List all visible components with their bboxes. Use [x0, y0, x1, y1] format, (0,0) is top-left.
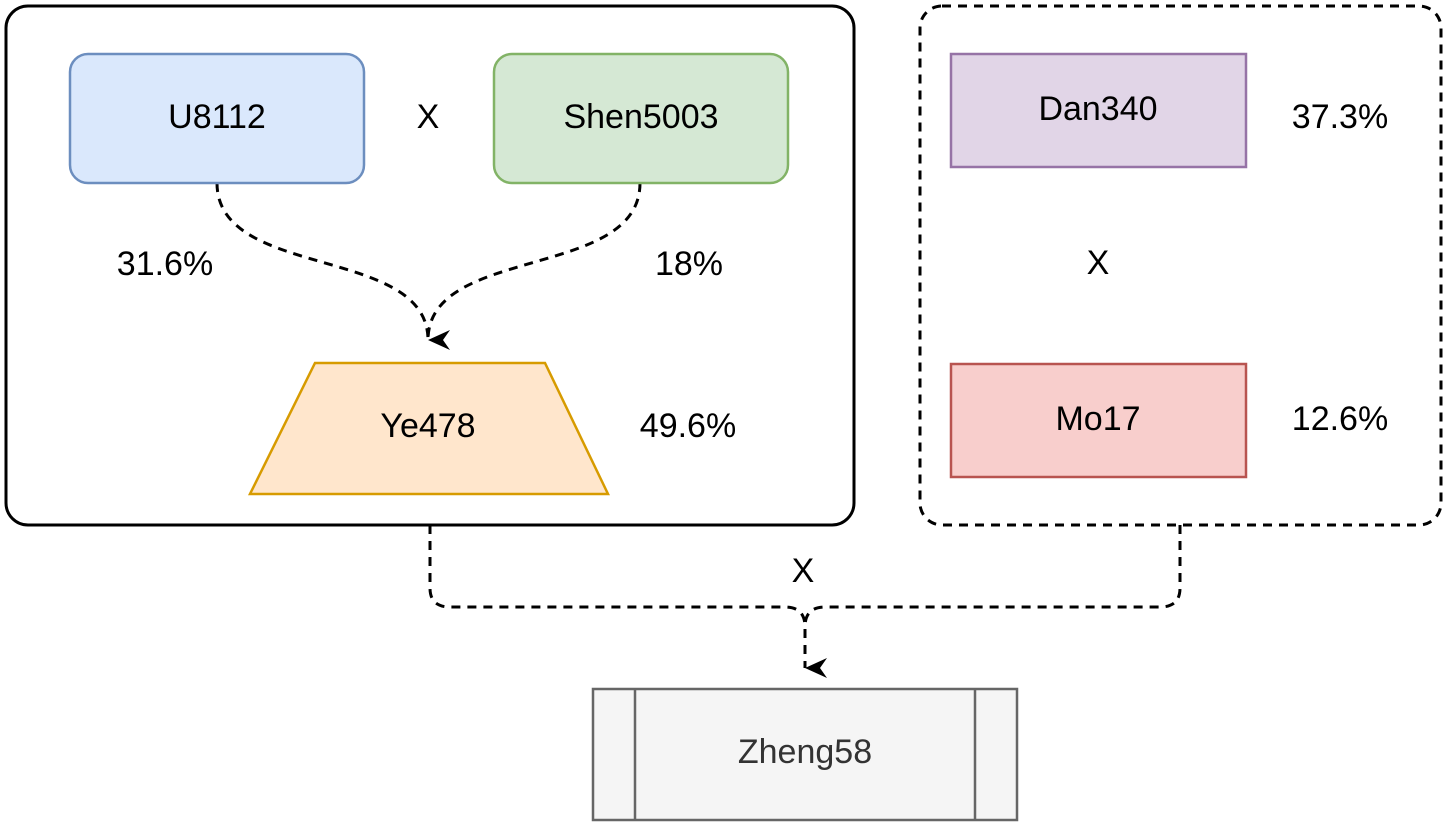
- edge-left-group-to-zheng58: [428, 525, 827, 678]
- percentage-shen5003: 18%: [655, 245, 723, 283]
- node-dan340-label: Dan340: [1038, 90, 1157, 128]
- node-ye478-label: Ye478: [380, 407, 475, 445]
- node-shen5003-shape: [492, 52, 790, 185]
- edge-u8112-to-ye478: [215, 182, 451, 350]
- edge-right-group-to-zheng58: [803, 525, 1182, 668]
- edge-shen5003-to-ye478: [426, 182, 642, 341]
- node-mo17-shape: [949, 362, 1248, 479]
- node-zheng58-shape: [591, 687, 1019, 822]
- cross-symbol-bottom: X: [792, 552, 815, 590]
- percentage-dan340: 37.3%: [1292, 98, 1388, 136]
- node-u8112-label: U8112: [168, 98, 266, 136]
- node-ye478-shape: [247, 361, 610, 496]
- node-dan340[interactable]: Dan340: [949, 52, 1248, 169]
- cross-symbol-right: X: [1087, 244, 1110, 282]
- node-u8112[interactable]: U8112: [68, 52, 366, 185]
- node-mo17-label: Mo17: [1055, 400, 1140, 438]
- node-zheng58[interactable]: Zheng58: [591, 687, 1019, 822]
- node-shen5003-label: Shen5003: [563, 98, 718, 136]
- node-ye478[interactable]: Ye478: [247, 361, 610, 496]
- node-dan340-shape: [949, 52, 1248, 169]
- cross-symbol-top: X: [417, 98, 440, 136]
- percentage-u8112: 31.6%: [117, 245, 213, 283]
- node-zheng58-label: Zheng58: [738, 733, 872, 771]
- percentage-ye478: 49.6%: [640, 407, 736, 445]
- node-shen5003[interactable]: Shen5003: [492, 52, 790, 185]
- node-u8112-shape: [68, 52, 366, 185]
- node-mo17[interactable]: Mo17: [949, 362, 1248, 479]
- percentage-mo17: 12.6%: [1292, 400, 1388, 438]
